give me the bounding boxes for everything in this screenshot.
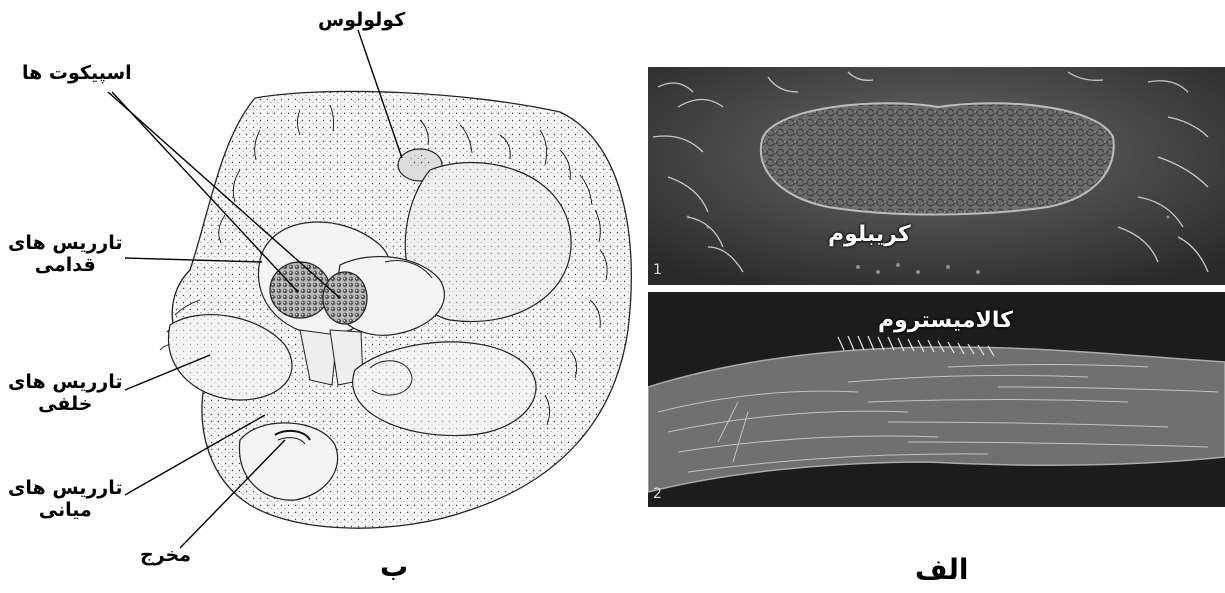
label-cribellum: کریبلوم xyxy=(828,222,911,247)
panel-letter-b: ب xyxy=(380,550,408,583)
label-anterior-line2: قدامی xyxy=(8,255,122,277)
panel-letter-alef: الف xyxy=(915,553,968,586)
label-anterior-spinnerets: تارریس های قدامی xyxy=(8,233,122,277)
label-posterior-line2: خلفی xyxy=(8,394,122,416)
label-posterior-spinnerets: تارریس های خلفی xyxy=(8,372,122,416)
label-colulus: کولولوس xyxy=(318,10,405,32)
label-anus: مخرج xyxy=(140,545,191,567)
micrograph-cribellum xyxy=(648,67,1225,285)
fig-number-1: 1 xyxy=(653,262,662,278)
cribellum-plate xyxy=(761,103,1114,214)
label-posterior-line1: تارریس های xyxy=(8,372,122,394)
label-median-line2: میانی xyxy=(8,500,122,522)
label-median-spinnerets: تارریس های میانی xyxy=(8,478,122,522)
label-calamistrum: کالامیستروم xyxy=(878,308,1013,333)
label-anterior-line1: تارریس های xyxy=(8,233,122,255)
label-median-line1: تارریس های xyxy=(8,478,122,500)
fig-number-2: 2 xyxy=(653,486,662,502)
anterior-spinneret-right xyxy=(323,257,444,336)
label-spigots: اسپیکوت ها xyxy=(22,63,132,85)
